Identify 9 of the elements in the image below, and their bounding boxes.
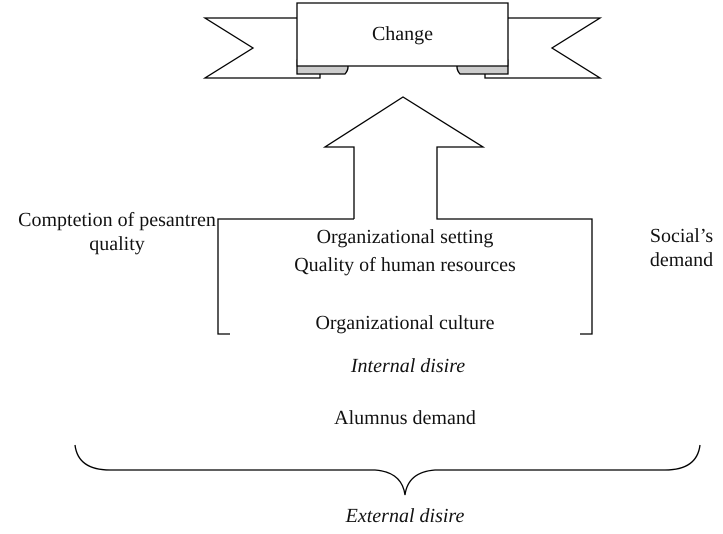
side-label: Social’s demand bbox=[648, 224, 714, 272]
caption-text: External disire bbox=[344, 504, 466, 528]
node-text: Organizational culture bbox=[314, 311, 496, 335]
node-text: Organizational setting bbox=[316, 225, 494, 249]
node-text: Quality of human resources bbox=[293, 253, 517, 277]
node-text: Change bbox=[370, 22, 434, 46]
caption-text: Internal disire bbox=[350, 354, 466, 378]
label-text: Alumnus demand bbox=[333, 406, 477, 430]
side-label: Comptetion of pesantren quality bbox=[17, 208, 217, 256]
